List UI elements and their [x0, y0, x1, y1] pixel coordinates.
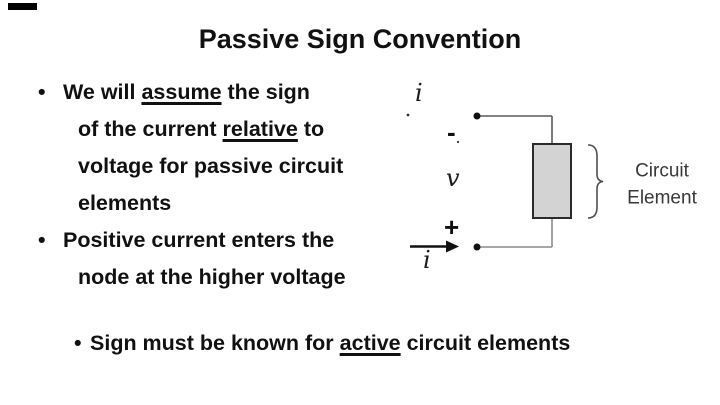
scan-artifact-dash [8, 3, 37, 10]
text-segment: Positive current enters the [63, 228, 335, 252]
bullet-line: of the current relative to [78, 117, 324, 141]
bullet-line: elements [78, 191, 171, 215]
slide-title: Passive Sign Convention [198, 24, 522, 54]
bullet-line: • Sign must be known for active circuit e… [74, 331, 570, 355]
brace [587, 144, 604, 219]
text-segment: We will [63, 80, 142, 104]
text-segment: circuit elements [400, 331, 571, 355]
text-segment: elements [78, 191, 172, 215]
node-dot-top [473, 112, 481, 120]
text-segment-underlined: active [339, 331, 401, 355]
text-segment-underlined: assume [141, 80, 222, 104]
text-segment: voltage for passive circuit [78, 154, 344, 178]
circuit-element-box [532, 143, 572, 219]
bullet-line: node at the higher voltage [78, 265, 346, 289]
current-label-bottom: i [423, 246, 431, 274]
bullet-marker: • [38, 228, 46, 252]
bullet-line: • We will assume the sign [38, 80, 310, 104]
minus-sign: - [447, 117, 456, 147]
text-segment-underlined: relative [222, 117, 298, 141]
text-segment: to [297, 117, 325, 141]
text-segment: Sign must be known for [90, 331, 340, 355]
bullet-line: • Positive current enters the [38, 228, 334, 252]
text-segment: of the current [78, 117, 223, 141]
bullet-marker: • [38, 80, 46, 104]
current-arrow-head [446, 240, 459, 253]
voltage-label: v [446, 164, 460, 192]
element-label-line2: Element [627, 188, 697, 209]
text-segment: node at the higher voltage [78, 265, 346, 289]
element-label-line1: Circuit [635, 161, 690, 182]
node-dot-bottom [473, 243, 481, 251]
bullet-marker: • [74, 331, 82, 355]
scan-artifact-dot [456, 140, 460, 144]
circuit-diagram: i - v + i Circuit Element [406, 79, 698, 274]
scan-artifact-dot [406, 113, 410, 117]
plus-sign: + [444, 212, 459, 242]
bullet-line: voltage for passive circuit [78, 154, 343, 178]
text-segment: the sign [221, 80, 310, 104]
current-label-top: i [415, 79, 423, 107]
